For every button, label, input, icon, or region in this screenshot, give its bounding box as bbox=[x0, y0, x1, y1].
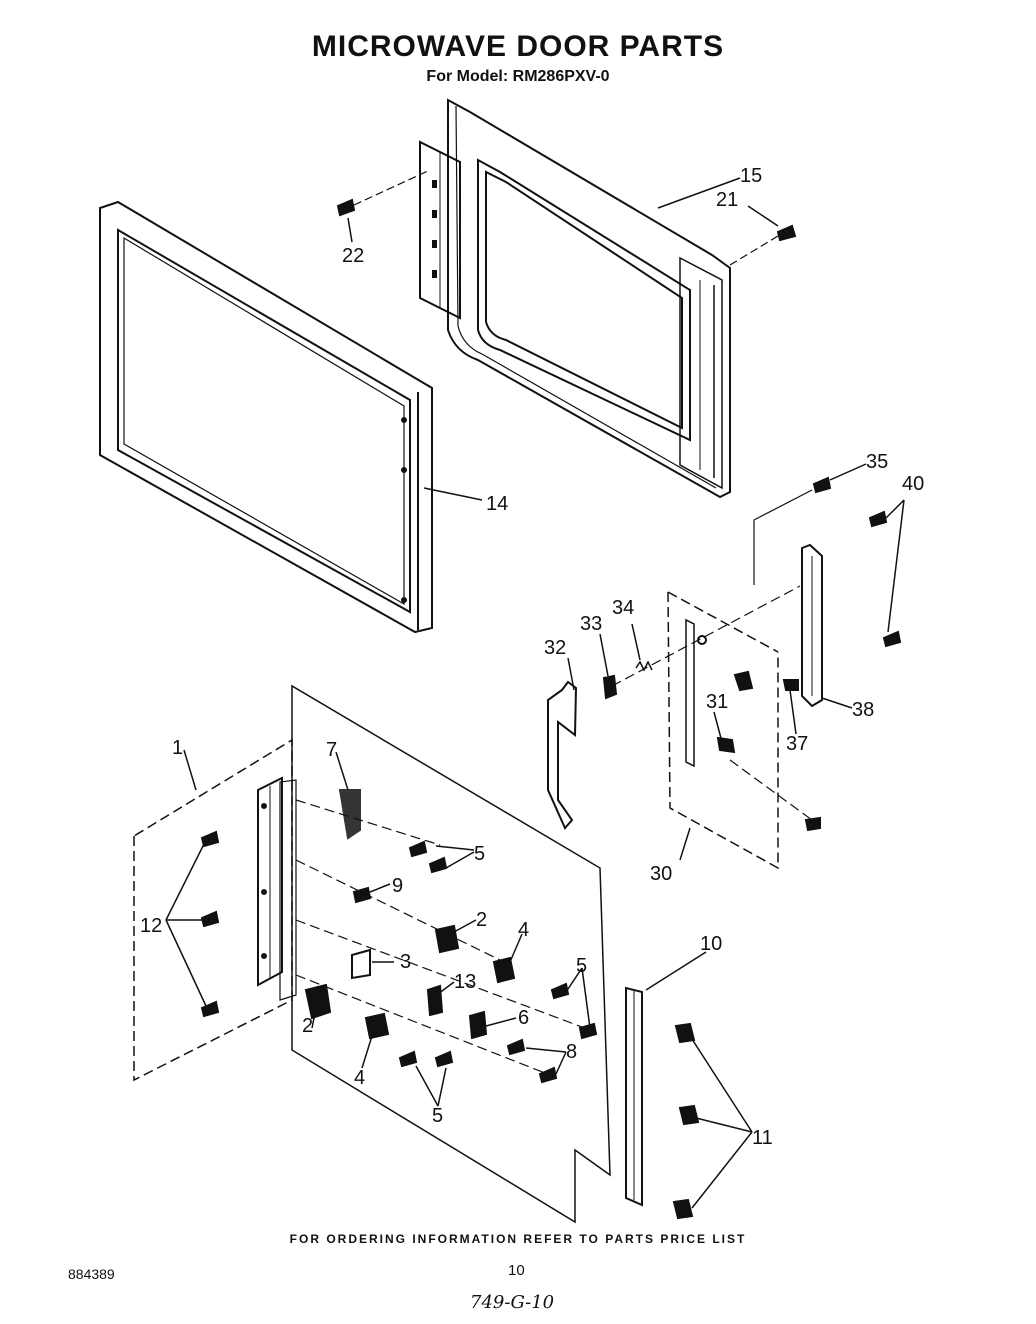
callout-12: 12 bbox=[140, 915, 162, 937]
callout-4b: 4 bbox=[354, 1067, 365, 1089]
callout-31: 31 bbox=[706, 691, 728, 713]
callout-32: 32 bbox=[544, 637, 566, 659]
screw-part-37 bbox=[782, 679, 799, 691]
callout-35: 35 bbox=[866, 451, 888, 473]
callout-2a: 2 bbox=[476, 909, 487, 931]
spring-part-34 bbox=[635, 660, 653, 672]
callout-15: 15 bbox=[740, 165, 762, 187]
door-frame-part-14 bbox=[99, 200, 433, 634]
callout-6: 6 bbox=[518, 1007, 529, 1029]
bracket-part-38 bbox=[801, 543, 823, 708]
callout-37: 37 bbox=[786, 733, 808, 755]
document-number: 884389 bbox=[68, 1266, 115, 1282]
latch-assembly-part-1 bbox=[133, 684, 611, 1224]
callout-40: 40 bbox=[902, 473, 924, 495]
latch-assembly-part-30 bbox=[667, 591, 779, 870]
callout-10: 10 bbox=[700, 933, 722, 955]
callout-5c: 5 bbox=[432, 1105, 443, 1127]
callout-leaders bbox=[165, 177, 905, 1209]
small-screws-lower bbox=[200, 830, 598, 1084]
callout-4a: 4 bbox=[518, 919, 529, 941]
callout-22: 22 bbox=[342, 245, 364, 267]
handwritten-code: 749-G-10 bbox=[470, 1292, 555, 1313]
model-subtitle: For Model: RM286PXV-0 bbox=[426, 68, 610, 85]
door-panel-part-15 bbox=[447, 98, 731, 499]
callout-1: 1 bbox=[172, 737, 183, 759]
ordering-note: FOR ORDERING INFORMATION REFER TO PARTS … bbox=[289, 1232, 747, 1246]
latch-lever-part-32 bbox=[547, 680, 578, 830]
callout-8: 8 bbox=[566, 1041, 577, 1063]
screw-part-40-bottom bbox=[882, 630, 902, 648]
callout-13: 13 bbox=[454, 971, 476, 993]
callout-labels: 15 21 22 14 35 40 34 33 32 31 38 37 30 1… bbox=[140, 165, 924, 1149]
screw-lower-30 bbox=[804, 816, 821, 832]
screw-part-22 bbox=[336, 169, 431, 217]
latch-part-33 bbox=[602, 674, 618, 700]
callout-34: 34 bbox=[612, 597, 634, 619]
screw-part-40-top bbox=[868, 510, 888, 528]
callout-7: 7 bbox=[326, 739, 337, 761]
callout-9: 9 bbox=[392, 875, 403, 897]
callout-33: 33 bbox=[580, 613, 602, 635]
page-number: 10 bbox=[508, 1262, 525, 1279]
hinge-plate bbox=[419, 140, 461, 320]
screw-part-35 bbox=[812, 476, 832, 494]
callout-11: 11 bbox=[752, 1127, 773, 1149]
callout-21: 21 bbox=[716, 189, 738, 211]
latch-strip-part-10 bbox=[625, 986, 700, 1220]
callout-2b: 2 bbox=[302, 1015, 313, 1037]
callout-5a: 5 bbox=[474, 843, 485, 865]
callout-3: 3 bbox=[400, 951, 411, 973]
callout-38: 38 bbox=[852, 699, 874, 721]
callout-30: 30 bbox=[650, 863, 672, 885]
callout-14: 14 bbox=[486, 493, 508, 515]
callout-5b: 5 bbox=[576, 955, 587, 977]
screw-part-21 bbox=[729, 224, 797, 266]
page-title: MICROWAVE DOOR PARTS bbox=[311, 30, 725, 63]
